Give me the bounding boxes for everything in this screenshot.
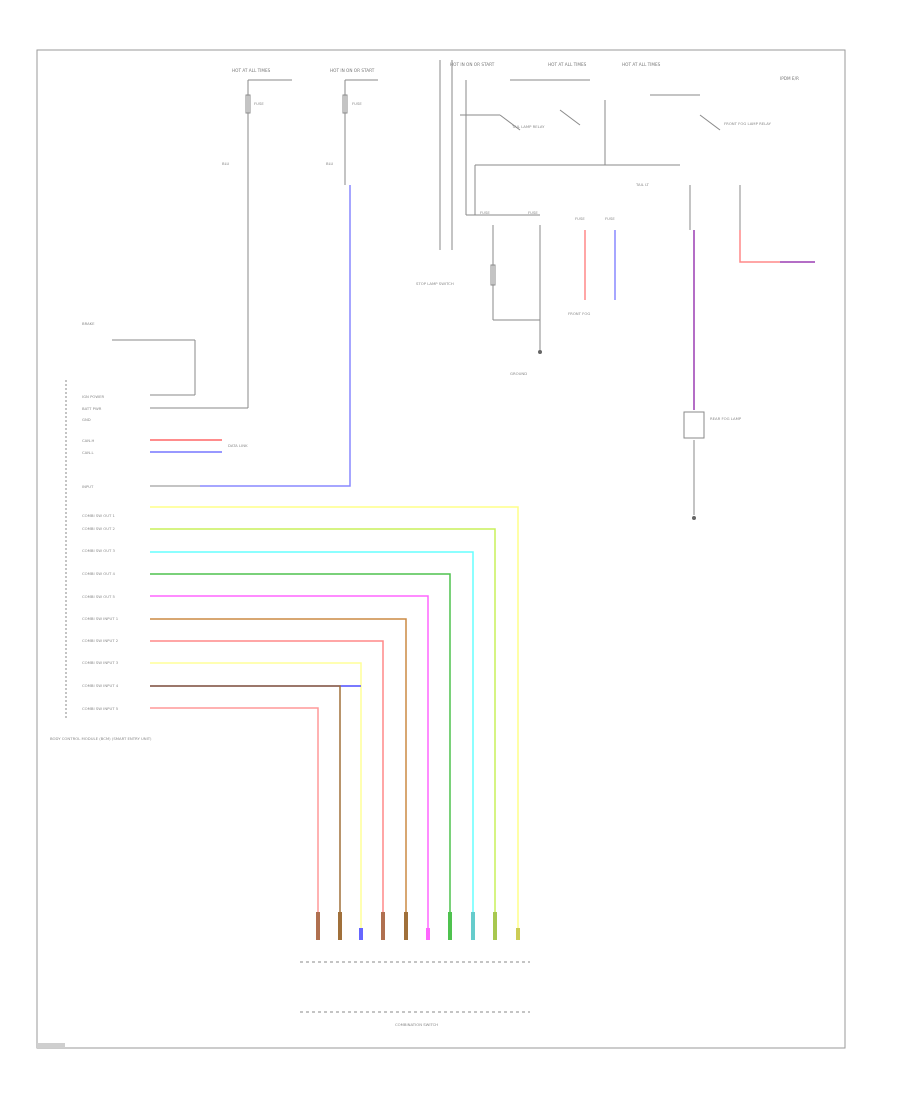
svg-text:FUSE: FUSE: [575, 216, 585, 221]
wire-pink: [739, 230, 780, 263]
svg-text:GND: GND: [82, 417, 91, 422]
svg-text:TAIL LT: TAIL LT: [635, 182, 650, 187]
wire-input-blue: [200, 185, 351, 487]
svg-text:COMBI SW INPUT 2: COMBI SW INPUT 2: [82, 638, 119, 643]
component-label: STOP LAMP SWITCH: [416, 281, 454, 286]
svg-text:COMBI SW INPUT 1: COMBI SW INPUT 1: [82, 616, 119, 621]
svg-text:DATA LINK: DATA LINK: [228, 443, 248, 448]
component-label: GROUND: [510, 371, 527, 376]
svg-text:FUSE: FUSE: [605, 216, 615, 221]
svg-text:COMBI SW OUT 4: COMBI SW OUT 4: [82, 571, 116, 576]
svg-text:FUSE: FUSE: [254, 101, 264, 106]
svg-text:COMBI SW OUT 2: COMBI SW OUT 2: [82, 526, 116, 531]
svg-text:BLU: BLU: [222, 161, 230, 166]
svg-text:COMBI SW INPUT 5: COMBI SW INPUT 5: [82, 706, 119, 711]
switch-label: COMBINATION SWITCH: [395, 1022, 438, 1027]
fuse-label: HOT IN ON OR START: [450, 62, 495, 67]
fuse-block-group: HOT AT ALL TIMES FUSE BLU HOT IN ON OR S…: [222, 60, 799, 376]
svg-text:BLU: BLU: [326, 161, 334, 166]
svg-text:INPUT: INPUT: [82, 484, 94, 489]
module-label: BODY CONTROL MODULE (BCM) (SMART ENTRY U…: [50, 736, 152, 741]
fuse-label: HOT AT ALL TIMES: [622, 62, 661, 67]
component-label: IPDM E/R: [780, 76, 799, 81]
fuse-label: HOT AT ALL TIMES: [548, 62, 587, 67]
component-label: TAIL LAMP RELAY: [511, 124, 545, 129]
svg-text:COMBI SW OUT 1: COMBI SW OUT 1: [82, 513, 116, 518]
svg-text:COMBI SW OUT 5: COMBI SW OUT 5: [82, 594, 116, 599]
component-label: REAR FOG LAMP: [710, 416, 742, 421]
svg-text:FUSE: FUSE: [352, 101, 362, 106]
component-label: FRONT FOG LAMP RELAY: [724, 121, 772, 126]
combination-switch-wires: [150, 506, 519, 940]
svg-text:CAN-H: CAN-H: [82, 438, 94, 443]
svg-text:BRAKE: BRAKE: [82, 321, 95, 326]
svg-text:COMBI SW INPUT 4: COMBI SW INPUT 4: [82, 683, 119, 688]
svg-text:CAN-L: CAN-L: [82, 450, 94, 455]
svg-text:BATT PWR: BATT PWR: [82, 406, 102, 411]
svg-text:FUSE: FUSE: [528, 210, 538, 215]
switch-terminals: COMBINATION SWITCH: [300, 912, 530, 1027]
diagram-frame: [36, 49, 846, 1049]
svg-text:FRONT FOG: FRONT FOG: [568, 311, 590, 316]
fuse-label: HOT IN ON OR START: [330, 68, 375, 73]
svg-text:IGN POWER: IGN POWER: [82, 394, 105, 399]
svg-text:COMBI SW INPUT 3: COMBI SW INPUT 3: [82, 660, 119, 665]
bcm-module: BRAKE BODY CONTROL MODULE (BCM) (SMART E…: [50, 185, 249, 741]
svg-text:FUSE: FUSE: [480, 210, 490, 215]
svg-text:COMBI SW OUT 3: COMBI SW OUT 3: [82, 548, 116, 553]
fuse-label: HOT AT ALL TIMES: [232, 68, 271, 73]
